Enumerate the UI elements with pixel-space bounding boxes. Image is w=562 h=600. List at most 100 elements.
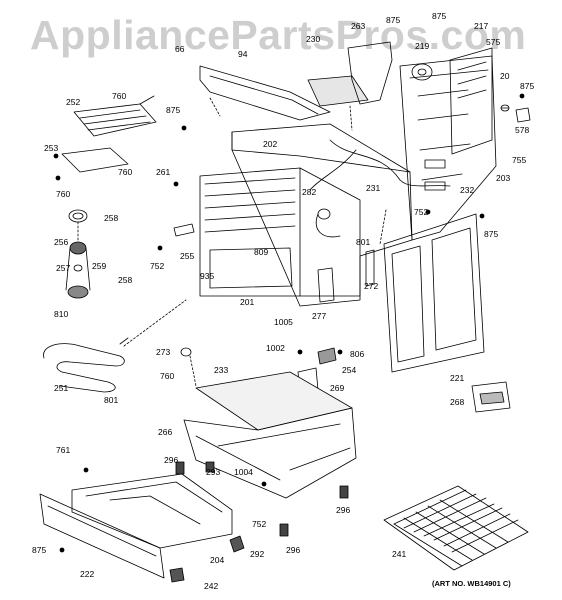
callout-217: 217 bbox=[474, 21, 489, 31]
callout-293: 293 bbox=[206, 467, 221, 477]
art-number: (ART NO. WB14901 C) bbox=[432, 579, 511, 588]
callout-233: 233 bbox=[214, 365, 229, 375]
leveling-foot-293[interactable] bbox=[205, 461, 215, 473]
callout-806: 806 bbox=[350, 349, 365, 359]
callout-578: 578 bbox=[515, 125, 530, 135]
switch-254[interactable] bbox=[317, 347, 337, 365]
fan-219[interactable] bbox=[411, 63, 433, 81]
probe-282[interactable] bbox=[315, 208, 341, 238]
callout-94: 94 bbox=[238, 49, 248, 59]
callout-760: 760 bbox=[112, 91, 127, 101]
callout-875: 875 bbox=[32, 545, 47, 555]
callout-801: 801 bbox=[356, 237, 371, 247]
callout-222: 222 bbox=[80, 569, 95, 579]
callout-875: 875 bbox=[484, 229, 499, 239]
bracket-255[interactable] bbox=[173, 223, 195, 237]
plug-273[interactable] bbox=[180, 347, 192, 357]
clip-292[interactable] bbox=[229, 535, 245, 553]
callout-257: 257 bbox=[56, 263, 71, 273]
motor-256[interactable] bbox=[65, 241, 91, 299]
callout-232: 232 bbox=[460, 185, 475, 195]
callout-801: 801 bbox=[104, 395, 119, 405]
callout-203: 203 bbox=[496, 173, 511, 183]
bake-element-251[interactable] bbox=[43, 337, 129, 393]
back-panel-203[interactable] bbox=[399, 55, 497, 241]
callout-575: 575 bbox=[486, 37, 501, 47]
panel-272[interactable] bbox=[365, 249, 375, 287]
callout-230: 230 bbox=[306, 34, 321, 44]
drawer-front-222[interactable] bbox=[39, 493, 165, 579]
callout-760: 760 bbox=[118, 167, 133, 177]
drawer-body-266[interactable] bbox=[183, 407, 357, 499]
callout-277: 277 bbox=[312, 311, 327, 321]
clip-242[interactable] bbox=[169, 567, 185, 583]
callout-201: 201 bbox=[240, 297, 255, 307]
callout-251: 251 bbox=[54, 383, 69, 393]
callout-259: 259 bbox=[92, 261, 107, 271]
hinge-277[interactable] bbox=[317, 267, 335, 303]
wire-harness-231[interactable] bbox=[309, 139, 451, 191]
callout-266: 266 bbox=[158, 427, 173, 437]
callout-253: 253 bbox=[44, 143, 59, 153]
sensor-578[interactable] bbox=[515, 107, 531, 123]
gasket-258[interactable] bbox=[68, 209, 88, 223]
callout-760: 760 bbox=[56, 189, 71, 199]
door-221[interactable] bbox=[383, 213, 485, 373]
brace-253[interactable] bbox=[61, 147, 129, 173]
callout-282: 282 bbox=[302, 187, 317, 197]
callout-875: 875 bbox=[520, 81, 535, 91]
callout-268: 268 bbox=[450, 397, 465, 407]
callout-273: 273 bbox=[156, 347, 171, 357]
callout-875: 875 bbox=[432, 11, 447, 21]
callout-219: 219 bbox=[415, 41, 430, 51]
callout-231: 231 bbox=[366, 183, 381, 193]
callout-66: 66 bbox=[175, 44, 185, 54]
callout-258: 258 bbox=[118, 275, 133, 285]
broil-element-252[interactable] bbox=[73, 95, 157, 137]
callout-296: 296 bbox=[286, 545, 301, 555]
callout-272: 272 bbox=[364, 281, 379, 291]
callout-875: 875 bbox=[166, 105, 181, 115]
callout-258: 258 bbox=[104, 213, 119, 223]
callout-296: 296 bbox=[164, 455, 179, 465]
callout-255: 255 bbox=[180, 251, 195, 261]
callout-1004: 1004 bbox=[234, 467, 253, 477]
callout-810: 810 bbox=[54, 309, 69, 319]
callout-761: 761 bbox=[56, 445, 71, 455]
assembly-guide-lines bbox=[77, 97, 387, 387]
callout-269: 269 bbox=[330, 383, 345, 393]
callout-20: 20 bbox=[500, 71, 510, 81]
callout-760: 760 bbox=[160, 371, 175, 381]
liner-233[interactable] bbox=[195, 371, 353, 431]
oven-cavity-201[interactable] bbox=[199, 167, 361, 297]
oven-rack-241[interactable] bbox=[383, 485, 529, 571]
callout-204: 204 bbox=[210, 555, 225, 565]
top-brace-94[interactable] bbox=[199, 65, 331, 121]
callout-935: 935 bbox=[200, 271, 215, 281]
leveling-foot-296-right[interactable] bbox=[339, 485, 349, 499]
vent-duct-263[interactable] bbox=[347, 41, 393, 105]
callout-263: 263 bbox=[351, 21, 366, 31]
callout-221: 221 bbox=[450, 373, 465, 383]
callout-1002: 1002 bbox=[266, 343, 285, 353]
callout-752: 752 bbox=[414, 207, 429, 217]
heat-strip-217[interactable] bbox=[449, 47, 493, 155]
latch-268[interactable] bbox=[471, 381, 511, 413]
leveling-foot-296-left[interactable] bbox=[175, 461, 185, 475]
callout-261: 261 bbox=[156, 167, 171, 177]
screws bbox=[53, 93, 525, 553]
callout-256: 256 bbox=[54, 237, 69, 247]
callout-809: 809 bbox=[254, 247, 269, 257]
knob-20[interactable] bbox=[500, 104, 510, 112]
callout-254: 254 bbox=[342, 365, 357, 375]
callout-292: 292 bbox=[250, 549, 265, 559]
callout-875: 875 bbox=[386, 15, 401, 25]
callout-755: 755 bbox=[512, 155, 527, 165]
callout-242: 242 bbox=[204, 581, 219, 591]
callout-752: 752 bbox=[150, 261, 165, 271]
storage-drawer-204[interactable] bbox=[71, 473, 233, 549]
leveling-foot-296-bottom[interactable] bbox=[279, 523, 289, 537]
callout-1005: 1005 bbox=[274, 317, 293, 327]
